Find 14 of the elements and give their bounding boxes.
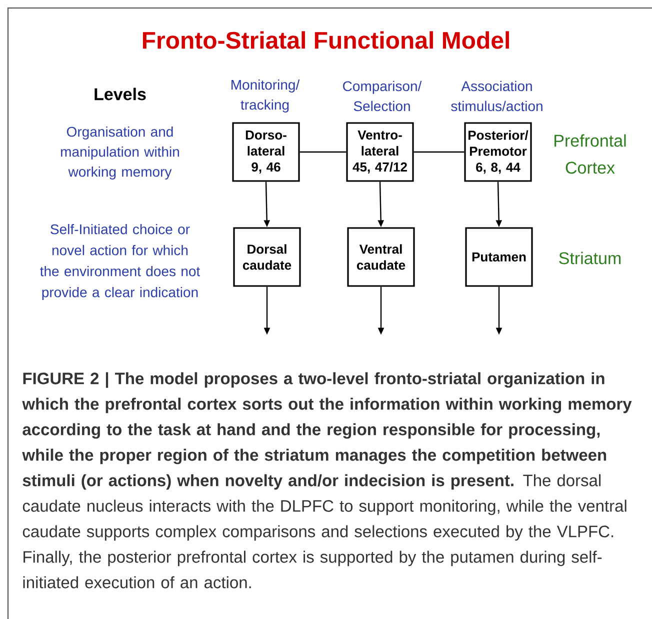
region-box: Ventral caudate (347, 227, 415, 287)
level-description: Self-Initiated choice or novel action for which the environment does not provide a clear indication (40, 224, 200, 300)
caption: FIGURE 2 | The model proposes a two-level fronto-striatal organization in which the prefrontal cortex sorts out the information within working memory according to the task at hand and the region responsible for processing, while the proper region of the striatum manages the competition between stimuli (or actions) when novelty and/or indecision is present. The dorsal caudate nucleus interacts with the DLPFC to support monitoring, while the ventral caudate supports complex comparisons and selections executed by the VLPFC. Finally, the posterior prefrontal cortex is supported by the putamen during self-initiated execution of an action. (22, 372, 632, 588)
title: Fronto-Striatal Functional Model (142, 31, 509, 49)
region-box: Posterior/ Premotor 6, 8, 44 (464, 122, 532, 182)
column-heading: Association stimulus/action (451, 80, 542, 112)
region-box: Putamen (465, 227, 533, 287)
region-label: Prefrontal Cortex (554, 134, 626, 174)
region-box: Dorso- lateral 9, 46 (232, 122, 300, 182)
level-heading: Levels (94, 88, 146, 100)
level-description: Organisation and manipulation within working memory (61, 126, 179, 180)
region-box: Dorsal caudate (233, 227, 301, 287)
region-box: Ventro- lateral 45, 47/12 (346, 122, 414, 182)
region-label: Striatum (559, 252, 621, 264)
